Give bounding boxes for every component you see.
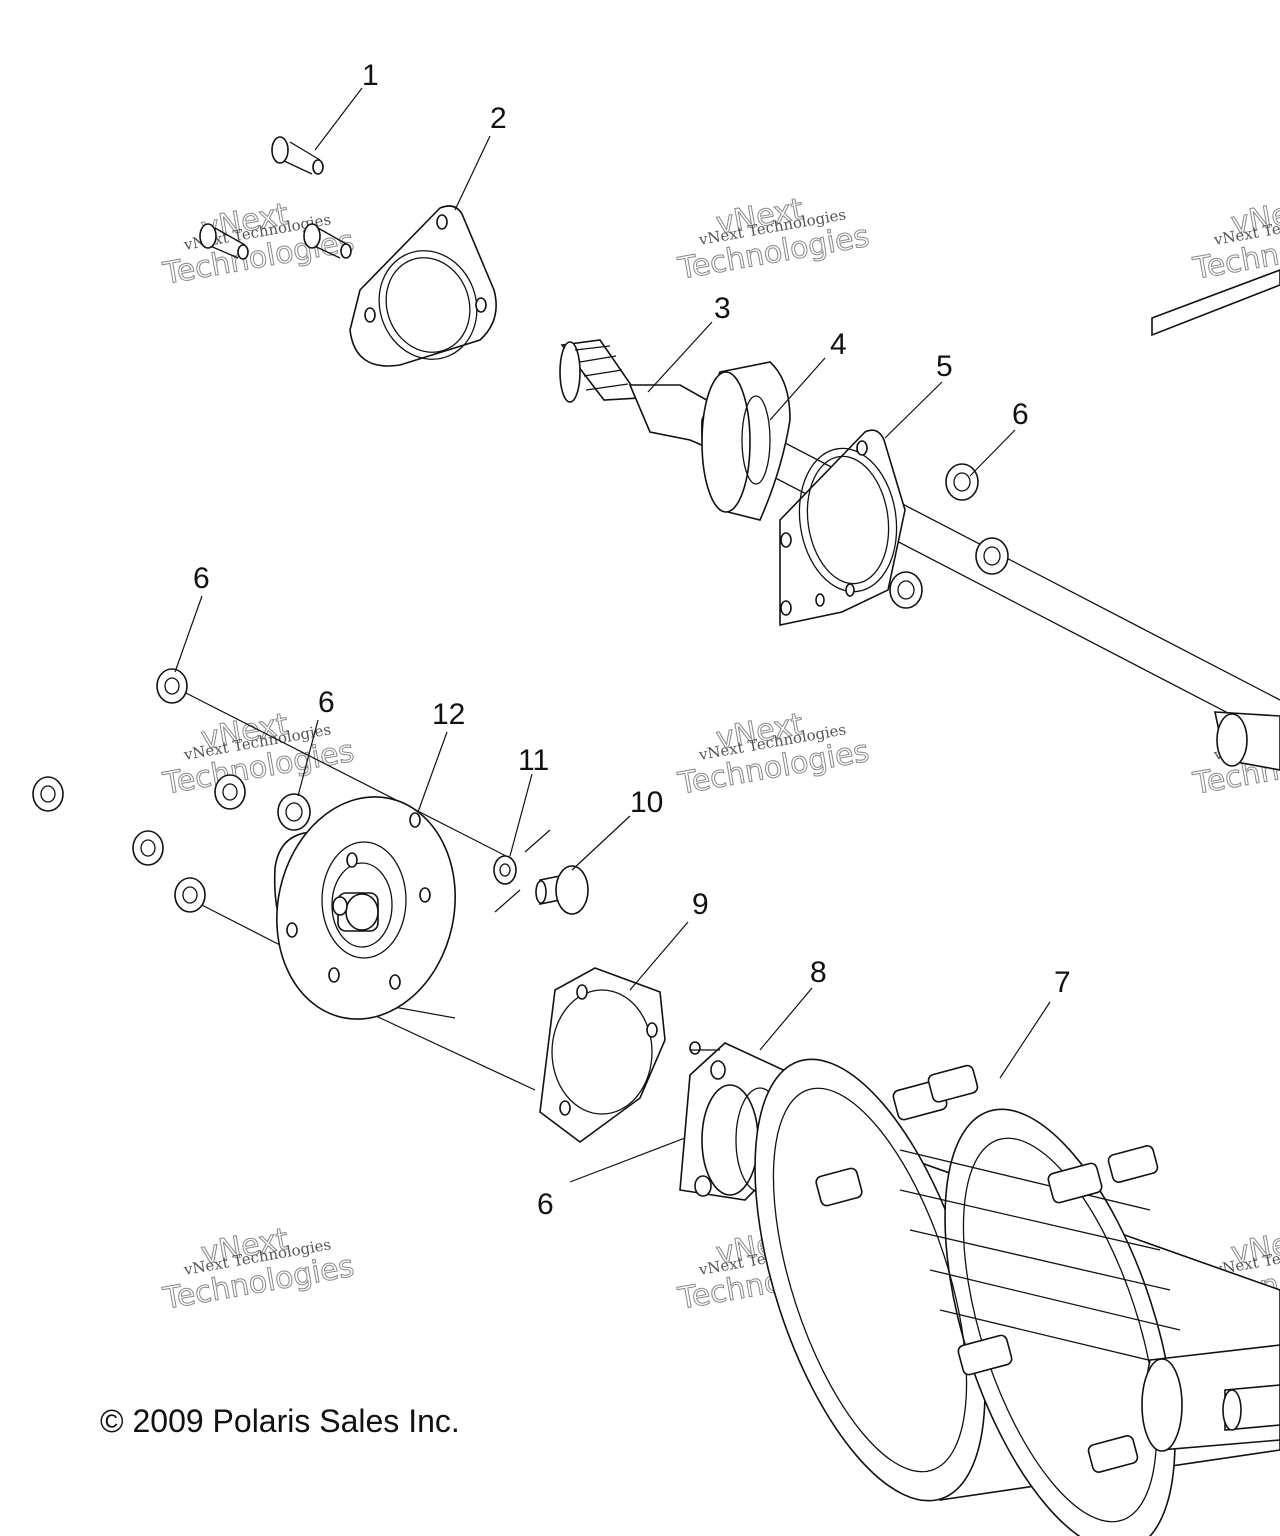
- callout-4: 4: [830, 328, 847, 361]
- part-10-rivet: [535, 865, 589, 915]
- callout-6-middle: 6: [318, 686, 335, 719]
- callout-6-top: 6: [1012, 398, 1029, 431]
- copyright-notice: © 2009 Polaris Sales Inc.: [100, 1403, 460, 1439]
- callout-3: 3: [714, 292, 731, 325]
- part-2-flange-plate: [349, 205, 497, 367]
- callout-2: 2: [490, 102, 507, 135]
- part-9-gasket: [539, 967, 666, 1143]
- callout-labels: 1 2 3 4 5 6 6 6 12 11 10 9 8 7 6: [193, 59, 1071, 1221]
- callout-1: 1: [362, 59, 379, 92]
- part-5-bearing-flange: [779, 429, 906, 626]
- watermark-mid-center: vNext vNext Technologies Technologies: [674, 706, 872, 802]
- watermark-low-left: vNext vNext Technologies Technologies: [159, 1221, 357, 1317]
- part-6-nuts-left: [32, 668, 536, 1091]
- bolt-pair: [199, 223, 352, 260]
- part-6-nuts-shaft: [889, 463, 1009, 609]
- part-3-drive-shaft: [559, 339, 1280, 771]
- callout-7: 7: [1054, 966, 1071, 999]
- callout-10: 10: [630, 786, 663, 819]
- part-7-drive-sprocket: [754, 1058, 1280, 1536]
- belt-edge-fragment: [1151, 269, 1280, 337]
- part-12-hub-flange: [273, 796, 456, 1020]
- leader-lines: [174, 87, 1051, 1183]
- callout-6-bottom: 6: [537, 1188, 554, 1221]
- part-4-bearing: [701, 361, 791, 521]
- watermark-top-left: vNext vNext Technologies Technologies: [159, 196, 357, 292]
- callout-8: 8: [810, 956, 827, 989]
- watermark-top-right: vNext vNext Technologies Technologies: [1189, 191, 1280, 287]
- callout-6-left: 6: [193, 562, 210, 595]
- part-1-bolt: [271, 136, 324, 175]
- watermark-top-center: vNext vNext Technologies Technologies: [674, 191, 872, 287]
- callout-9: 9: [692, 888, 709, 921]
- callout-12: 12: [432, 698, 465, 731]
- callout-5: 5: [936, 350, 953, 383]
- callout-11: 11: [518, 744, 549, 777]
- part-11-washer: [493, 829, 551, 913]
